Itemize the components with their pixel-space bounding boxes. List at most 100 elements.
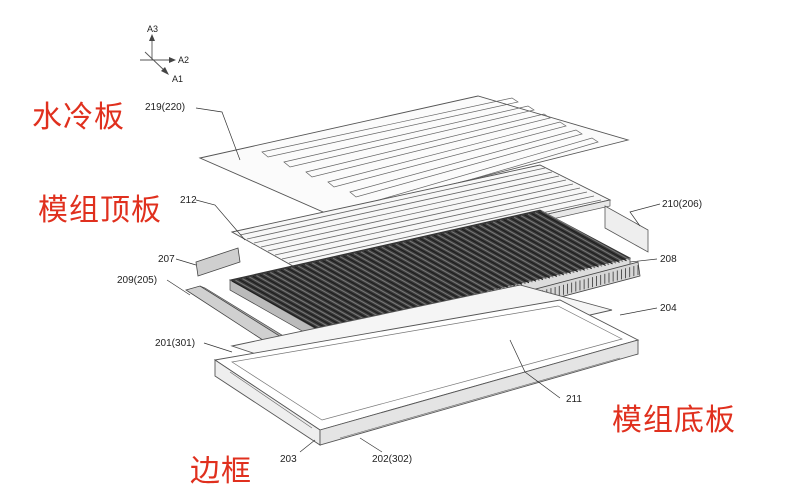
cell-fin xyxy=(378,247,467,298)
axis-a2-label: A2 xyxy=(178,55,189,65)
cell-fin xyxy=(249,276,338,327)
cell-fin xyxy=(315,261,404,312)
top-plate-rib xyxy=(281,191,588,260)
cell-fin xyxy=(277,270,366,321)
ref-207: 207 xyxy=(158,254,175,265)
top-plate-rib xyxy=(267,183,574,252)
ref-202: 202(302) xyxy=(372,454,412,465)
channel-slot xyxy=(327,121,567,188)
cell-fin xyxy=(486,223,575,274)
cell-fin xyxy=(325,259,415,310)
cell-fin xyxy=(440,233,530,284)
ref-219: 219(220) xyxy=(145,102,185,113)
ref-209: 209(205) xyxy=(117,275,157,286)
cell-fin xyxy=(346,254,436,305)
cell-fin xyxy=(433,234,523,285)
cell-fin xyxy=(287,267,376,318)
ref-204: 204 xyxy=(660,303,677,314)
axis-a3-label: A3 xyxy=(147,24,158,34)
cell-fin xyxy=(308,263,397,314)
cell-fin xyxy=(266,272,356,323)
leader-lines xyxy=(166,107,661,453)
cell-fin xyxy=(343,255,432,306)
cell-fin xyxy=(506,218,596,269)
cell-fin xyxy=(447,231,537,282)
axis-indicator: A3 A2 A1 xyxy=(140,24,189,84)
cell-fin xyxy=(381,246,471,297)
cell-fin xyxy=(416,238,505,289)
cell-fin xyxy=(367,249,457,300)
cell-fin xyxy=(270,271,359,322)
label-water-cold-plate: 水冷板 xyxy=(32,100,125,135)
cell-fin xyxy=(259,274,349,325)
cell-fin xyxy=(472,226,561,277)
cell-fin xyxy=(451,230,540,281)
cell-fin xyxy=(426,236,516,287)
cell-fin xyxy=(336,256,425,307)
cell-fin xyxy=(398,242,488,293)
ref-210: 210(206) xyxy=(662,199,702,210)
cell-fin xyxy=(339,256,429,307)
cell-fin xyxy=(468,227,558,277)
cell-fin xyxy=(534,212,624,263)
cell-fin xyxy=(437,234,526,285)
cell-fin xyxy=(364,250,453,301)
cell-fin xyxy=(430,235,519,286)
cell-fin xyxy=(405,241,495,292)
cell-fin xyxy=(235,279,324,330)
cell-fin xyxy=(360,251,450,302)
cell-fin xyxy=(318,260,408,311)
side-plate-207-drawing xyxy=(195,247,241,277)
top-plate-rib xyxy=(253,175,560,244)
cell-fin xyxy=(231,280,321,331)
cell-fin xyxy=(499,219,589,270)
cell-fin xyxy=(311,262,401,313)
cell-fin xyxy=(322,260,411,311)
cell-fin xyxy=(409,240,498,291)
cell-fin xyxy=(391,244,481,295)
cell-fin xyxy=(524,214,613,265)
cell-fin xyxy=(294,266,383,317)
cell-fin xyxy=(492,221,582,272)
cell-fin xyxy=(395,243,484,294)
cell-fin xyxy=(280,269,370,320)
cell-fin xyxy=(245,277,335,328)
channel-slot xyxy=(305,113,551,178)
cell-fin xyxy=(384,245,474,296)
cell-fin xyxy=(256,275,345,325)
cell-fin xyxy=(482,223,572,274)
label-frame: 边框 xyxy=(190,454,252,489)
cell-fin xyxy=(242,278,331,329)
cell-fin xyxy=(290,267,380,318)
top-plate-rib xyxy=(239,167,546,236)
cell-fin xyxy=(388,245,478,296)
cell-fin xyxy=(454,230,544,281)
cell-fin xyxy=(517,216,606,266)
cell-fin xyxy=(489,222,579,273)
label-module-bottom-plate: 模组底板 xyxy=(612,403,736,438)
top-plate-rib xyxy=(288,195,595,264)
channel-slot xyxy=(349,129,583,198)
cell-fin xyxy=(412,239,502,290)
cell-fin xyxy=(283,268,373,319)
cell-fin xyxy=(510,217,599,268)
cell-fin xyxy=(475,225,565,276)
ref-212: 212 xyxy=(180,195,197,206)
top-plate-rib xyxy=(274,187,581,256)
cell-fin xyxy=(297,265,387,316)
cell-fin xyxy=(402,241,491,292)
cell-fin xyxy=(357,252,446,303)
cell-fin xyxy=(273,271,363,322)
cell-fin xyxy=(465,227,554,278)
channel-slot xyxy=(261,97,519,158)
top-plate-rib xyxy=(260,179,567,248)
cell-fin xyxy=(263,273,352,324)
cell-fin xyxy=(527,213,617,264)
cell-fin xyxy=(444,232,533,283)
cell-fin xyxy=(541,210,631,261)
end-plate-210-drawing xyxy=(604,205,649,253)
cell-fin xyxy=(496,220,585,271)
reference-numerals: 219(220) 212 210(206) 207 208 209(205) 2… xyxy=(117,102,702,465)
water-cold-plate-drawing xyxy=(198,95,630,216)
